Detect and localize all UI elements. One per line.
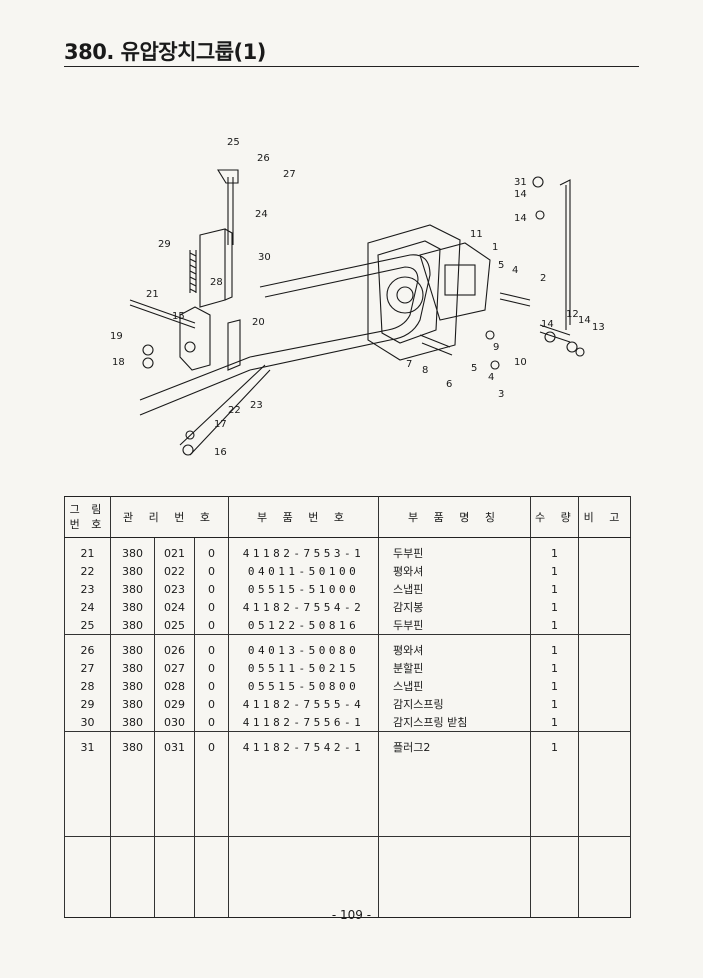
callout-label: 27 (283, 169, 296, 180)
callout-label: 13 (592, 322, 605, 333)
callout-label: 26 (257, 153, 270, 164)
callout-label: 23 (250, 400, 263, 411)
table-row: 27 380 027 0 05511-50215 분할핀 1 (64, 659, 632, 677)
table-row: 26 380 026 0 04013-50080 평와셔 1 (64, 634, 632, 659)
table-row-empty (64, 885, 632, 901)
header-fig-no: 그 림 번 호 (64, 496, 111, 538)
table-row: 31 380 031 0 41182-7542-1 플러그2 1 (64, 731, 632, 756)
table-row: 25 380 025 0 05122-50816 두부핀 1 (64, 616, 632, 635)
table-row-empty (64, 853, 632, 869)
header-mgmt-no: 관 리 번 호 (109, 496, 230, 538)
table-row: 24 380 024 0 41182-7554-2 감지봉 1 (64, 598, 632, 616)
callout-label: 18 (112, 357, 125, 368)
callout-label: 28 (210, 277, 223, 288)
callout-label: 31 (514, 177, 527, 188)
callout-label: 17 (214, 419, 227, 430)
callout-label: 15 (172, 311, 185, 322)
header-remarks: 비 고 (578, 496, 632, 538)
page-title: 380. 유압장치그룹(1) (64, 40, 266, 64)
frame-rail-outer (249, 254, 431, 371)
callout-label: 8 (422, 365, 428, 376)
table-row-empty (64, 869, 632, 885)
callout-label: 21 (146, 289, 159, 300)
table-row: 28 380 028 0 05515-50800 스냅핀 1 (64, 677, 632, 695)
callout-label: 1 (492, 242, 498, 253)
table-header-row: 그 림 번 호 관 리 번 호 부 품 번 호 부 품 명 칭 수 량 비 고 (64, 496, 632, 538)
callout-label: 25 (227, 137, 240, 148)
diagram-callouts: 25 26 27 24 29 30 28 21 15 20 19 18 22 2… (110, 137, 605, 458)
table-row-empty (64, 756, 632, 772)
exploded-parts-diagram: 25 26 27 24 29 30 28 21 15 20 19 18 22 2… (100, 125, 640, 470)
page-number: - 109 - (331, 908, 372, 922)
callout-label: 6 (446, 379, 452, 390)
callout-label: 7 (406, 359, 412, 370)
callout-label: 9 (493, 342, 499, 353)
diagram-svg: 25 26 27 24 29 30 28 21 15 20 19 18 22 2… (110, 137, 605, 458)
callout-label: 5 (498, 260, 504, 271)
callout-label: 29 (158, 239, 171, 250)
callout-label: 11 (470, 229, 483, 240)
pump-cover (367, 224, 461, 361)
callout-label: 4 (512, 265, 518, 276)
callout-label: 20 (252, 317, 265, 328)
table-row: 23 380 023 0 05515-51000 스냅핀 1 (64, 580, 632, 598)
callout-label: 14 (541, 319, 554, 330)
table-row-empty (64, 901, 632, 918)
callout-label: 19 (110, 331, 123, 342)
sensing-rod (227, 177, 234, 245)
callout-label: 2 (540, 273, 546, 284)
callout-label: 4 (488, 372, 494, 383)
callout-label: 14 (514, 189, 527, 200)
callout-label: 22 (228, 405, 241, 416)
callout-label: 16 (214, 447, 227, 458)
callout-label: 30 (258, 252, 271, 263)
header-part-name: 부 품 명 칭 (378, 496, 532, 538)
header-part-no: 부 품 번 호 (228, 496, 380, 538)
table-row-empty (64, 804, 632, 820)
table-row-empty (64, 836, 632, 853)
table-row-empty (64, 772, 632, 788)
callout-label: 24 (255, 209, 268, 220)
header-qty: 수 량 (530, 496, 580, 538)
callout-label: 12 (566, 309, 579, 320)
table-row: 21 380 021 0 41182-7553-1 두부핀 1 (64, 537, 632, 562)
callout-label: 10 (514, 357, 527, 368)
callout-label: 14 (514, 213, 527, 224)
callout-label: 5 (471, 363, 477, 374)
parts-table: 그 림 번 호 관 리 번 호 부 품 번 호 부 품 명 칭 수 량 비 고 … (64, 496, 632, 918)
frame-rail-inner (249, 266, 419, 358)
table-row: 22 380 022 0 04011-50100 평와셔 1 (64, 562, 632, 580)
valve-block (419, 242, 491, 321)
callout-label: 3 (498, 389, 504, 400)
callout-label: 14 (578, 315, 591, 326)
title-rule (64, 66, 639, 67)
table-row: 30 380 030 0 41182-7556-1 감지스프링 받침 1 (64, 713, 632, 732)
table-row-empty (64, 820, 632, 837)
table-row-empty (64, 788, 632, 804)
table-row: 29 380 029 0 41182-7555-4 감지스프링 1 (64, 695, 632, 713)
